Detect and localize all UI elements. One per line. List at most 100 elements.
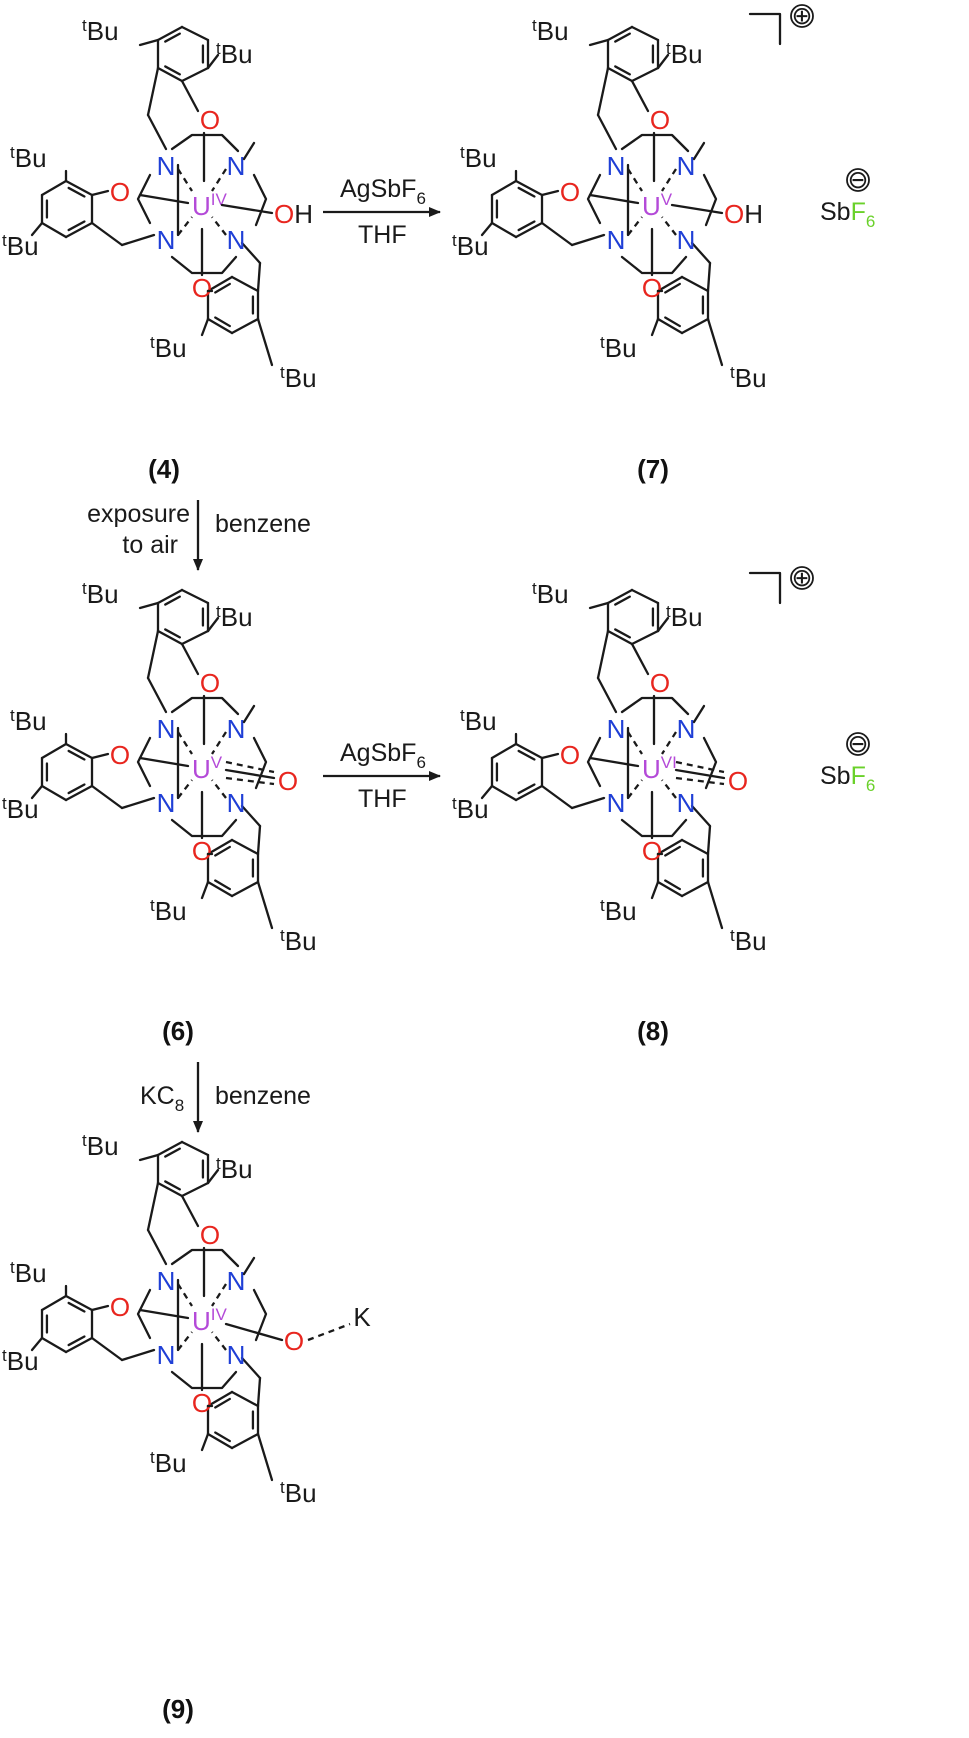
reagent-kc8: KC8 [140, 1082, 184, 1115]
mol-6-nitrogen-br: N [227, 788, 246, 818]
mol-9-tbu-top-right: tBu [216, 1154, 253, 1184]
mol-6-nitrogen-bl: N [157, 788, 176, 818]
mol-8-uranium: UVI [642, 753, 677, 784]
counterion-sbf6-1: ⊖ SbF6 [820, 166, 875, 231]
mol-8-tbu-bottom-left: tBu [600, 896, 637, 926]
mol-6-tbu-top-right: tBu [216, 602, 253, 632]
mol-8-tbu-top-right: tBu [666, 602, 703, 632]
mol-9-nitrogen-tr: N [227, 1266, 246, 1296]
mol-9-oxygen-top: O [200, 1220, 220, 1250]
mol-7-oxygen-left: O [560, 177, 580, 207]
mol-9-tbu-top-left: tBu [82, 1131, 119, 1161]
counterion-sbf6-2: ⊖ SbF6 [820, 730, 875, 795]
mol-4-oxygen-left: O [110, 177, 130, 207]
mol-9-tbu-bottom-right: tBu [280, 1478, 317, 1508]
svg-text:SbF6: SbF6 [820, 198, 875, 231]
mol-4-oxygen-top: O [200, 105, 220, 135]
reaction-arrow-6-to-8: AgSbF6 THF [323, 739, 441, 813]
mol-9-oxygen-bottom: O [192, 1388, 212, 1418]
mol-7-nitrogen-br: N [677, 225, 696, 255]
mol-7-tbu-left-bottom: tBu [452, 231, 489, 261]
anion-charge-2: ⊖ [848, 730, 869, 758]
mol-6-tbu-bottom-left: tBu [150, 896, 187, 926]
reagent-agsbf6-2: AgSbF6 [340, 739, 426, 772]
cation-charge-8: ⊕ [792, 564, 813, 592]
anion-charge-1: ⊖ [848, 166, 869, 194]
mol-6-oxo: O [278, 766, 298, 796]
mol-6-tbu-left-bottom: tBu [2, 794, 39, 824]
mol-7-oxygen-top: O [650, 105, 670, 135]
mol-8-nitrogen-br: N [677, 788, 696, 818]
mol-6-oxygen-top: O [200, 668, 220, 698]
mol-8-oxygen-bottom: O [642, 836, 662, 866]
mol-7-nitrogen-bl: N [607, 225, 626, 255]
compound-9-label: (9) [162, 1694, 194, 1724]
mol-8-nitrogen-bl: N [607, 788, 626, 818]
mol-6-nitrogen-tr: N [227, 714, 246, 744]
solvent-benzene-2: benzene [215, 1082, 311, 1110]
mol-4-nitrogen-bl: N [157, 225, 176, 255]
svg-text:SbF6: SbF6 [820, 762, 875, 795]
mol-9-tbu-left-bottom: tBu [2, 1346, 39, 1376]
charge-bracket-8: ⊕ [748, 564, 814, 605]
mol-4-nitrogen-tr: N [227, 151, 246, 181]
solvent-thf-2: THF [358, 785, 407, 813]
solvent-benzene-1: benzene [215, 510, 311, 538]
mol-8-oxygen-top: O [650, 668, 670, 698]
mol-4-oxygen-bottom: O [192, 273, 212, 303]
cation-charge-7: ⊕ [792, 2, 813, 30]
charge-bracket-7: ⊕ [748, 2, 814, 46]
mol-6-oxygen-left: O [110, 740, 130, 770]
mol-6-tbu-bottom-right: tBu [280, 926, 317, 956]
reaction-arrow-6-to-9: KC8 benzene [140, 1062, 311, 1133]
mol-9-oxo: O [284, 1326, 304, 1356]
mol-8-tbu-left-top: tBu [460, 706, 497, 736]
condition-to-air: to air [122, 531, 178, 559]
mol-6-nitrogen-tl: N [157, 714, 176, 744]
mol-7-nitrogen-tr: N [677, 151, 696, 181]
mol-8-oxygen-left: O [560, 740, 580, 770]
mol-9-oxygen-left: O [110, 1292, 130, 1322]
mol-8-tbu-bottom-right: tBu [730, 926, 767, 956]
mol-9-nitrogen-bl: N [157, 1340, 176, 1370]
mol-7-hydroxide: OH [724, 199, 763, 229]
compound-7-label: (7) [637, 454, 669, 484]
reaction-arrow-4-to-6: exposure to air benzene [87, 500, 311, 571]
mol-8-nitrogen-tl: N [607, 714, 626, 744]
mol-7-tbu-bottom-right: tBu [730, 363, 767, 393]
mol-9-tbu-left-top: tBu [10, 1258, 47, 1288]
compound-6-label: (6) [162, 1016, 194, 1046]
mol-9-nitrogen-br: N [227, 1340, 246, 1370]
mol-4-tbu-left-top: tBu [10, 143, 47, 173]
compound-8-label: (8) [637, 1016, 669, 1046]
mol-4-tbu-left-bottom: tBu [2, 231, 39, 261]
condition-exposure: exposure [87, 500, 190, 528]
mol-7-tbu-top-right: tBu [666, 39, 703, 69]
mol-7-nitrogen-tl: N [607, 151, 626, 181]
mol-9-potassium: K [353, 1302, 371, 1332]
mol-7-uranium: UV [642, 190, 673, 221]
mol-6-tbu-top-left: tBu [82, 579, 119, 609]
mol-6-oxygen-bottom: O [192, 836, 212, 866]
mol-4-tbu-top-left: tBu [82, 16, 119, 46]
mol-9-nitrogen-tl: N [157, 1266, 176, 1296]
mol-4-tbu-top-right: tBu [216, 39, 253, 69]
mol-8-oxo: O [728, 766, 748, 796]
mol-8-nitrogen-tr: N [677, 714, 696, 744]
solvent-thf-1: THF [358, 221, 407, 249]
mol-6-uranium: UV [192, 753, 223, 784]
mol-4-nitrogen-br: N [227, 225, 246, 255]
mol-9-tbu-bottom-left: tBu [150, 1448, 187, 1478]
reagent-agsbf6-1: AgSbF6 [340, 175, 426, 208]
mol-7-oxygen-bottom: O [642, 273, 662, 303]
compound-4-label: (4) [148, 454, 180, 484]
mol-7-tbu-bottom-left: tBu [600, 333, 637, 363]
mol-4-nitrogen-tl: N [157, 151, 176, 181]
reaction-arrow-4-to-7: AgSbF6 THF [323, 175, 441, 249]
